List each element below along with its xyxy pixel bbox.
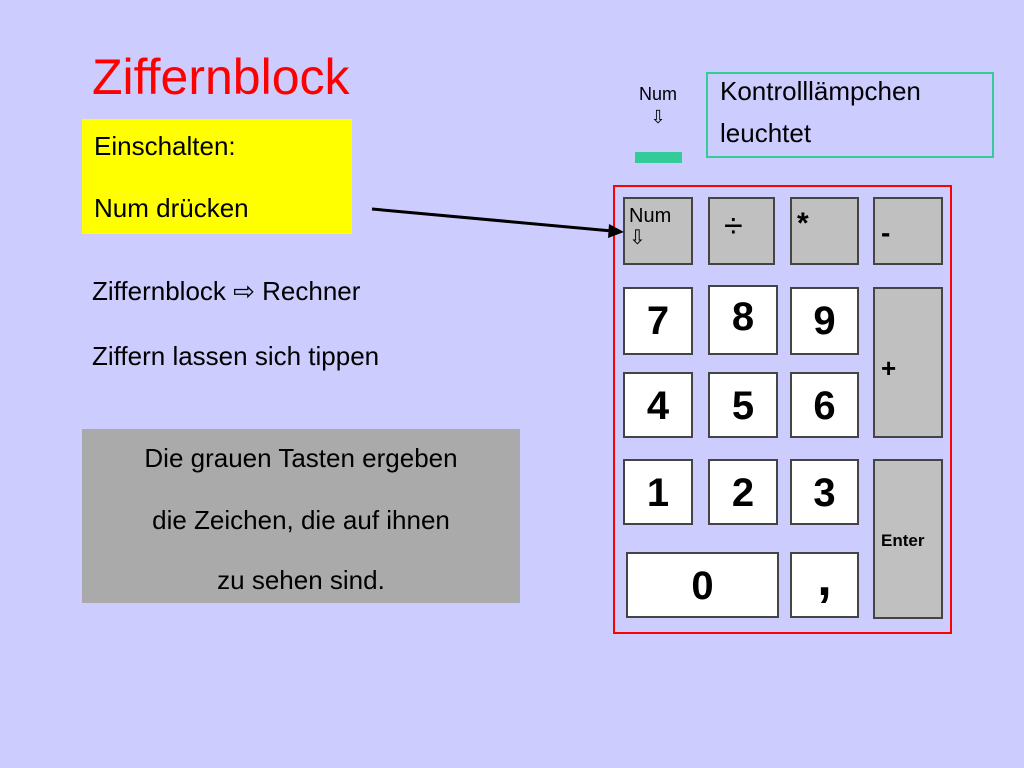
divide-icon: ÷ <box>724 207 743 245</box>
key-9[interactable]: 9 <box>790 287 859 355</box>
minus-key[interactable]: - <box>873 197 943 265</box>
plus-key[interactable]: + <box>873 287 943 438</box>
num-indicator-label: Num <box>638 84 677 104</box>
key-0-label: 0 <box>691 564 714 608</box>
control-note-line-2: leuchtet <box>720 118 812 148</box>
key-7-label: 7 <box>646 299 670 343</box>
key-8-label: 8 <box>731 295 755 339</box>
minus-icon: - <box>881 217 891 248</box>
control-note-line-1: Kontrolllämpchen <box>720 76 921 106</box>
key-2-label: 2 <box>731 471 755 515</box>
key-2[interactable]: 2 <box>708 459 778 525</box>
note-line-2: die Zeichen, die auf ihnen <box>152 505 450 535</box>
num-lock-lamp <box>635 152 682 163</box>
note-box: Die grauen Tasten ergeben die Zeichen, d… <box>82 429 520 603</box>
key-8[interactable]: 8 <box>708 285 778 355</box>
note-line-3: zu sehen sind. <box>217 565 385 595</box>
control-lamp-note: Kontrolllämpchen leuchtet <box>706 72 994 158</box>
multiply-key[interactable]: * <box>790 197 859 265</box>
num-lock-key[interactable]: Num⇩ <box>623 197 693 265</box>
key-7[interactable]: 7 <box>623 287 693 355</box>
enter-key-label: Enter <box>881 531 925 550</box>
instruction-box: Einschalten: Num drücken <box>82 119 352 234</box>
key-4-label: 4 <box>646 384 670 428</box>
comma-key-label: , <box>817 549 832 607</box>
slide-title: Ziffernblock <box>92 49 350 105</box>
num-key-label: Num⇩ <box>629 205 672 249</box>
down-arrow-icon: ⇩ <box>629 227 646 249</box>
note-line-1: Die grauen Tasten ergeben <box>144 443 458 473</box>
key-9-label: 9 <box>813 299 836 343</box>
instruction-line-1: Einschalten: <box>94 131 236 161</box>
key-1[interactable]: 1 <box>623 459 693 525</box>
pointer-arrow-line <box>371 207 613 233</box>
key-6-label: 6 <box>813 384 836 428</box>
key-3[interactable]: 3 <box>790 459 859 525</box>
enter-key[interactable]: Enter <box>873 459 943 619</box>
key-1-label: 1 <box>646 471 670 515</box>
instruction-line-2: Num drücken <box>94 193 249 223</box>
divide-key[interactable]: ÷ <box>708 197 775 265</box>
key-4[interactable]: 4 <box>623 372 693 438</box>
keypad-frame <box>613 185 952 634</box>
body-line-calculator: Ziffernblock ⇨ Rechner <box>92 276 361 306</box>
body-line-digits: Ziffern lassen sich tippen <box>92 341 380 371</box>
key-0[interactable]: 0 <box>626 552 779 618</box>
num-lock-indicator: Num ⇩ <box>633 84 683 128</box>
key-5[interactable]: 5 <box>708 372 778 438</box>
down-arrow-icon: ⇩ <box>650 107 666 127</box>
key-3-label: 3 <box>813 471 836 515</box>
key-5-label: 5 <box>731 384 755 428</box>
multiply-icon: * <box>797 207 809 240</box>
comma-key[interactable]: , <box>790 549 859 618</box>
plus-icon: + <box>881 353 897 383</box>
key-6[interactable]: 6 <box>790 372 859 438</box>
